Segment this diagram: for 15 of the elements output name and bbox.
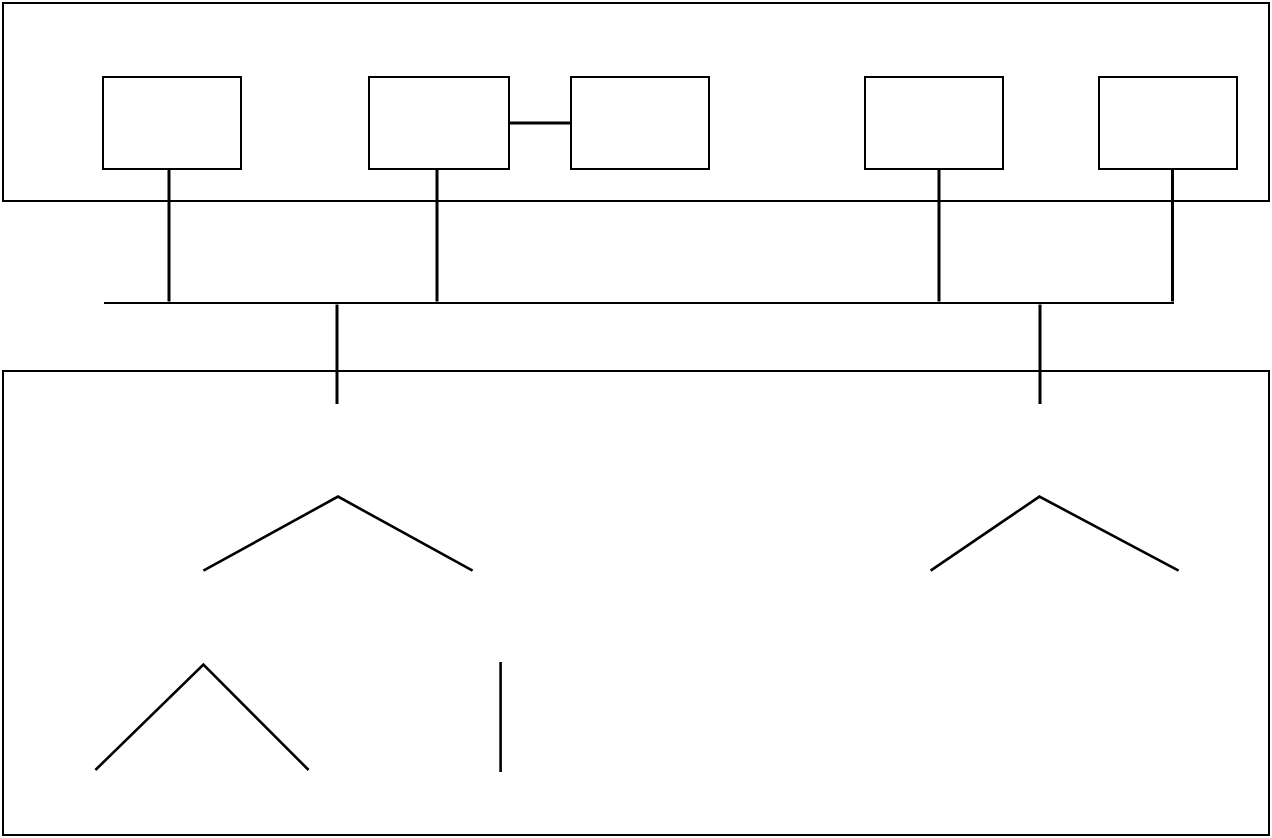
connector-line: [510, 121, 570, 125]
connector-line: [1038, 304, 1042, 404]
top-panel: [2, 2, 1270, 202]
component-box: [569, 75, 710, 169]
component-box: [101, 75, 242, 169]
connector-line: [335, 304, 339, 404]
component-box: [863, 75, 1004, 169]
component-box: [1097, 75, 1238, 169]
component-box: [368, 75, 509, 169]
bottom-panel: [2, 370, 1270, 836]
connector-line: [1171, 170, 1174, 302]
bus-line: [104, 301, 1174, 305]
connector-line: [167, 170, 171, 302]
connector-line: [435, 170, 439, 302]
connector-line: [937, 170, 941, 302]
